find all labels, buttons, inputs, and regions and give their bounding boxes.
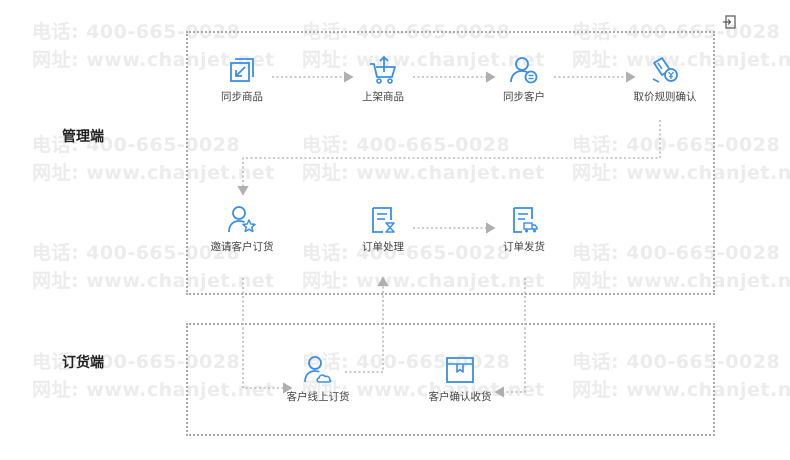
node-listing-goods: 上架商品 <box>338 55 428 104</box>
watermark-site: 网址: www.chanjet.net <box>302 270 545 292</box>
arrow-invite-to-online-order <box>242 278 293 394</box>
watermark-site: 网址: www.chanjet.net <box>32 379 275 401</box>
node-customer-confirm-receipt: 客户确认收货 <box>415 355 505 404</box>
customer-confirm-receipt-label: 客户确认收货 <box>428 391 492 403</box>
order-section-box <box>186 323 715 436</box>
watermark-site: 网址: www.chanjet.net <box>302 162 545 184</box>
receipt-box-icon <box>446 357 474 383</box>
watermark-phone: 电话: 400-665-0028 <box>302 242 511 264</box>
order-processing-label: 订单处理 <box>362 241 404 253</box>
customer-online-order-icon <box>304 356 332 383</box>
node-sync-goods: 同步商品 <box>197 55 287 104</box>
watermark-site: 网址: www.chanjet.net <box>302 49 545 71</box>
invite-customer-order-label: 邀请客户订货 <box>210 241 274 253</box>
sync-customers-icon <box>510 57 538 84</box>
node-invite-customer-order: 邀请客户订货 <box>197 205 287 254</box>
price-rule-icon <box>652 57 678 83</box>
watermark-site: 网址: www.chanjet.net <box>572 270 790 292</box>
listing-goods-label: 上架商品 <box>362 91 404 103</box>
listing-cart-icon <box>370 55 396 84</box>
watermark-phone: 电话: 400-665-0028 <box>302 134 511 156</box>
customer-online-order-label: 客户线上订货 <box>286 391 350 403</box>
admin-section-label: 管理端 <box>62 129 104 145</box>
watermark-phone: 电话: 400-665-0028 <box>572 351 781 373</box>
watermark-site: 网址: www.chanjet.net <box>32 49 275 71</box>
admin-section-box <box>186 31 715 295</box>
order-processing-icon <box>372 207 395 233</box>
sync-customers-label: 同步客户 <box>503 91 545 103</box>
exit-icon[interactable] <box>722 15 736 29</box>
node-customer-online-order: 客户线上订货 <box>273 355 363 404</box>
watermark-site: 网址: www.chanjet.net <box>572 162 790 184</box>
node-order-shipping: 订单发货 <box>479 205 569 254</box>
watermark-phone: 电话: 400-665-0028 <box>572 242 781 264</box>
order-shipping-icon <box>513 207 538 233</box>
order-section-label: 订货端 <box>62 355 104 371</box>
node-order-processing: 订单处理 <box>338 205 428 254</box>
watermark-site: 网址: www.chanjet.net <box>572 379 790 401</box>
watermark-phone: 电话: 400-665-0028 <box>572 134 781 156</box>
watermark-site: 网址: www.chanjet.net <box>302 379 545 401</box>
arrow-price-rule-to-invite <box>237 120 661 196</box>
price-rule-confirm-label: 取价规则确认 <box>633 91 697 103</box>
watermark-site: 网址: www.chanjet.net <box>32 162 275 184</box>
watermark-site: 网址: www.chanjet.net <box>32 270 275 292</box>
arrow-online-order-to-processing <box>345 276 389 373</box>
invite-customer-icon <box>228 206 256 233</box>
sync-goods-label: 同步商品 <box>221 91 263 103</box>
sync-goods-icon <box>230 58 254 82</box>
node-sync-customers: 同步客户 <box>479 55 569 104</box>
watermark-site: 网址: www.chanjet.net <box>572 49 790 71</box>
order-shipping-label: 订单发货 <box>503 241 545 253</box>
arrow-shipping-to-confirm-receipt <box>494 278 526 398</box>
node-price-rule-confirm: 取价规则确认 <box>620 55 710 104</box>
